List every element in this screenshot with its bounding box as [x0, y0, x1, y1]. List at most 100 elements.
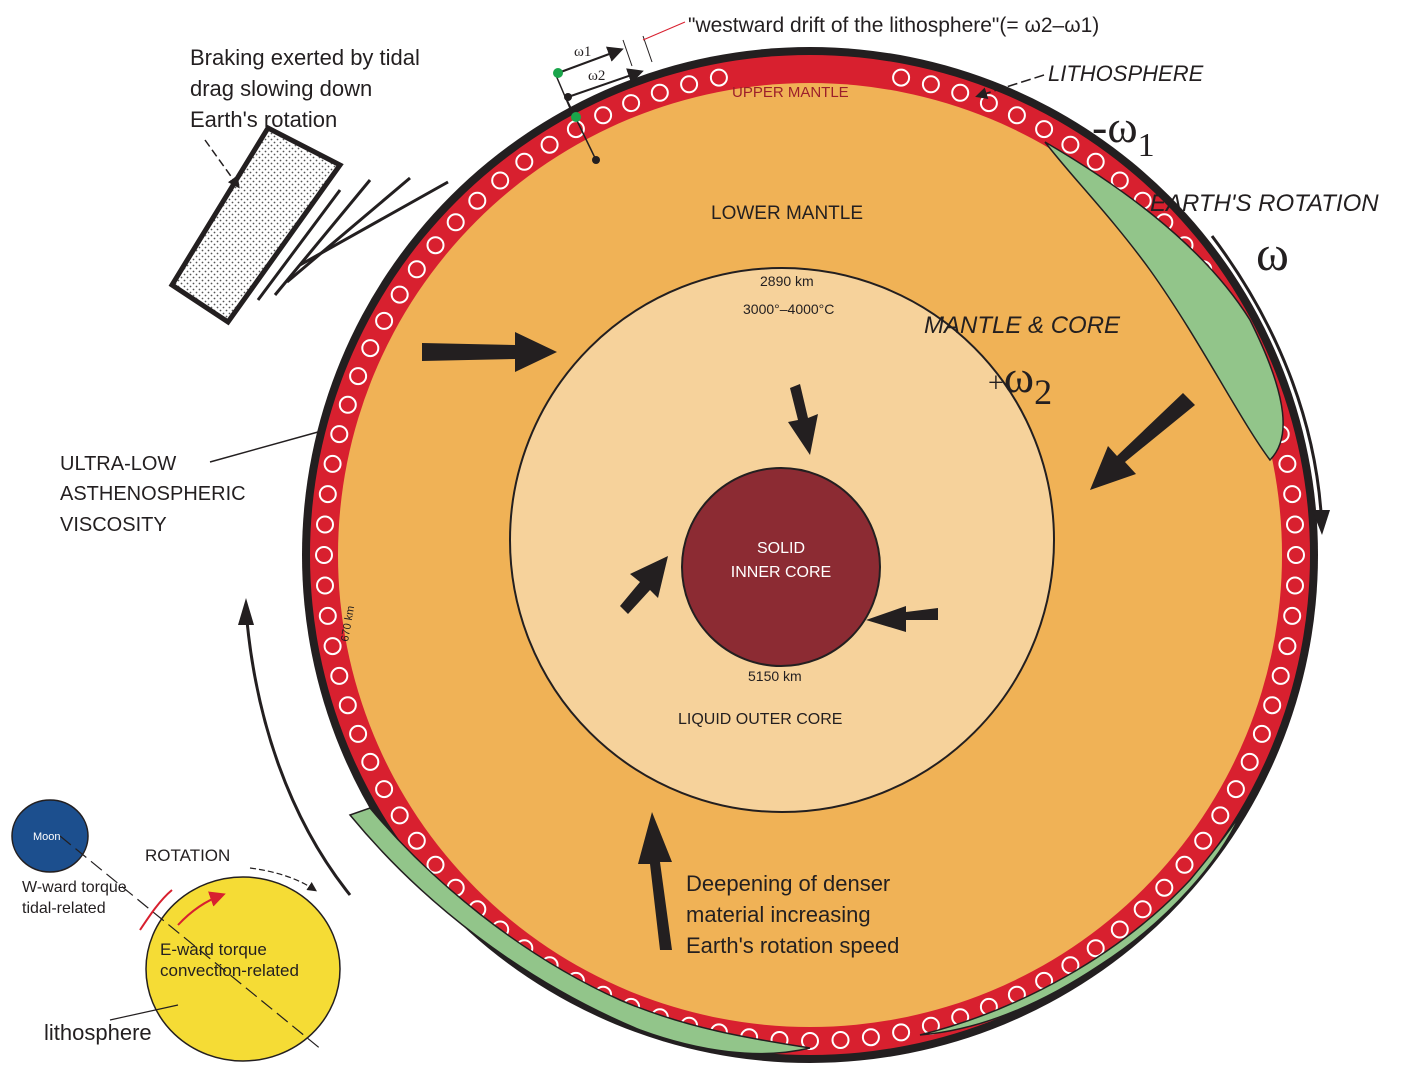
convection-cell: [1226, 780, 1245, 799]
convection-cell: [446, 213, 465, 232]
left-rotation-arc: [244, 609, 352, 896]
convection-cell: [1086, 152, 1105, 171]
convection-cell: [375, 311, 394, 330]
liquid-outer-core-label: LIQUID OUTER CORE: [678, 711, 842, 728]
inner-core: [681, 467, 881, 667]
arrow-up-right-core: [620, 556, 668, 614]
convection-cell: [361, 752, 380, 771]
convection-cell: [375, 780, 394, 799]
earth-rotation-label: EARTH'S ROTATION: [1150, 190, 1379, 217]
temperature-label: 3000°–4000°C: [743, 301, 834, 317]
convection-cell: [1061, 135, 1080, 154]
convection-cell: [1263, 696, 1282, 715]
convection-cell: [1287, 546, 1305, 564]
tidal-brake: [168, 124, 449, 326]
ultra-low-label-2: ASTHENOSPHERIC: [60, 483, 246, 505]
convection-cell: [1155, 878, 1174, 897]
arrow-right-mantle: [422, 332, 557, 372]
lithosphere-pointer: [975, 74, 1045, 99]
convection-cell: [407, 831, 426, 850]
convection-cell: [1110, 171, 1129, 190]
w-torque-label-1: W-ward torque: [22, 879, 127, 896]
convection-cell: [801, 1032, 819, 1050]
convection-cell: [323, 637, 342, 656]
deepening-label-3: Earth's rotation speed: [686, 933, 899, 958]
convection-cell: [1240, 752, 1259, 771]
convection-cell: [318, 485, 337, 504]
continent-east: [1044, 141, 1284, 462]
convection-cell: [831, 1031, 850, 1049]
lithosphere-small-label: lithosphere: [44, 1020, 152, 1045]
convection-cell: [979, 94, 998, 113]
ultra-low-label-1: ULTRA-LOW: [60, 453, 176, 475]
convection-cell: [338, 696, 357, 715]
convection-cell: [1252, 724, 1271, 743]
continent-south-west: [348, 807, 811, 1055]
arrow-left-core: [866, 606, 938, 632]
convection-cell: [921, 75, 940, 94]
convection-cell: [407, 260, 426, 279]
upper-mantle-label: UPPER MANTLE: [732, 84, 849, 101]
w-torque-label-2: tidal-related: [22, 900, 106, 917]
continent-south-east: [919, 814, 1241, 1036]
convection-cell: [1278, 637, 1297, 656]
drag-lines: [256, 176, 449, 301]
convection-cell: [951, 83, 970, 102]
convection-cell: [622, 94, 641, 113]
text-labels: "westward drift of the lithosphere"(= ω2…: [22, 14, 1379, 1045]
convection-cell: [361, 339, 380, 358]
earth-cross-section: [302, 47, 1318, 1063]
earth-moon-inset: [11, 799, 341, 1062]
arc-head-left: [238, 598, 254, 625]
earth-rotation-arc: [1210, 235, 1324, 531]
convection-cell: [316, 515, 334, 534]
convection-cell: [1007, 106, 1026, 125]
convection-cell: [515, 152, 534, 171]
lower-mantle-label: LOWER MANTLE: [711, 203, 863, 224]
convection-cell: [1133, 900, 1152, 919]
convection-cell: [1035, 120, 1054, 139]
convection-cell: [1271, 666, 1290, 685]
convection-cell: [594, 106, 613, 125]
convection-cell: [491, 171, 510, 190]
omega2-small-label: ω2: [588, 68, 605, 84]
e-torque-label-1: E-ward torque: [160, 940, 267, 959]
convection-cell: [861, 1028, 880, 1047]
arrow-up-mantle: [638, 812, 672, 950]
braking-label-1: Braking exerted by tidal: [190, 45, 420, 70]
moon-icon: [11, 799, 89, 873]
convection-cell: [1286, 576, 1304, 595]
convection-cell: [1283, 485, 1302, 504]
convection-cell: [318, 606, 337, 625]
arrow-down-core: [788, 384, 818, 455]
force-arrows: [422, 332, 1195, 950]
inner-core-label-1: SOLID: [757, 540, 805, 557]
convection-cell: [892, 1023, 911, 1042]
convection-cell: [330, 425, 349, 444]
convection-cell: [1211, 806, 1230, 825]
plus-omega2: +ω2: [988, 351, 1052, 412]
convection-cell: [316, 576, 334, 595]
convection-cell: [1110, 920, 1129, 939]
braking-label-2: drag slowing down: [190, 76, 372, 101]
convection-cell: [349, 724, 368, 743]
braking-label-3: Earth's rotation: [190, 107, 337, 132]
convection-cell: [426, 855, 445, 874]
arrow-down-left-mantle: [1090, 393, 1195, 490]
depth-2890-label: 2890 km: [760, 273, 814, 289]
convection-cell: [680, 75, 699, 94]
convection-cell: [1283, 606, 1302, 625]
convection-cell: [892, 68, 911, 87]
e-torque-label-2: convection-related: [160, 961, 299, 980]
convection-cell: [650, 83, 669, 102]
convection-cell: [1086, 939, 1105, 958]
convection-cell: [349, 367, 368, 386]
omega-label: ω: [1256, 225, 1289, 281]
inner-core-label-2: INNER CORE: [731, 564, 831, 581]
deepening-label-2: material increasing: [686, 902, 871, 927]
convection-cell: [323, 454, 342, 473]
rotation-arcs: [238, 235, 1330, 896]
depth-5150-label: 5150 km: [748, 668, 802, 684]
convection-cell: [1175, 855, 1194, 874]
